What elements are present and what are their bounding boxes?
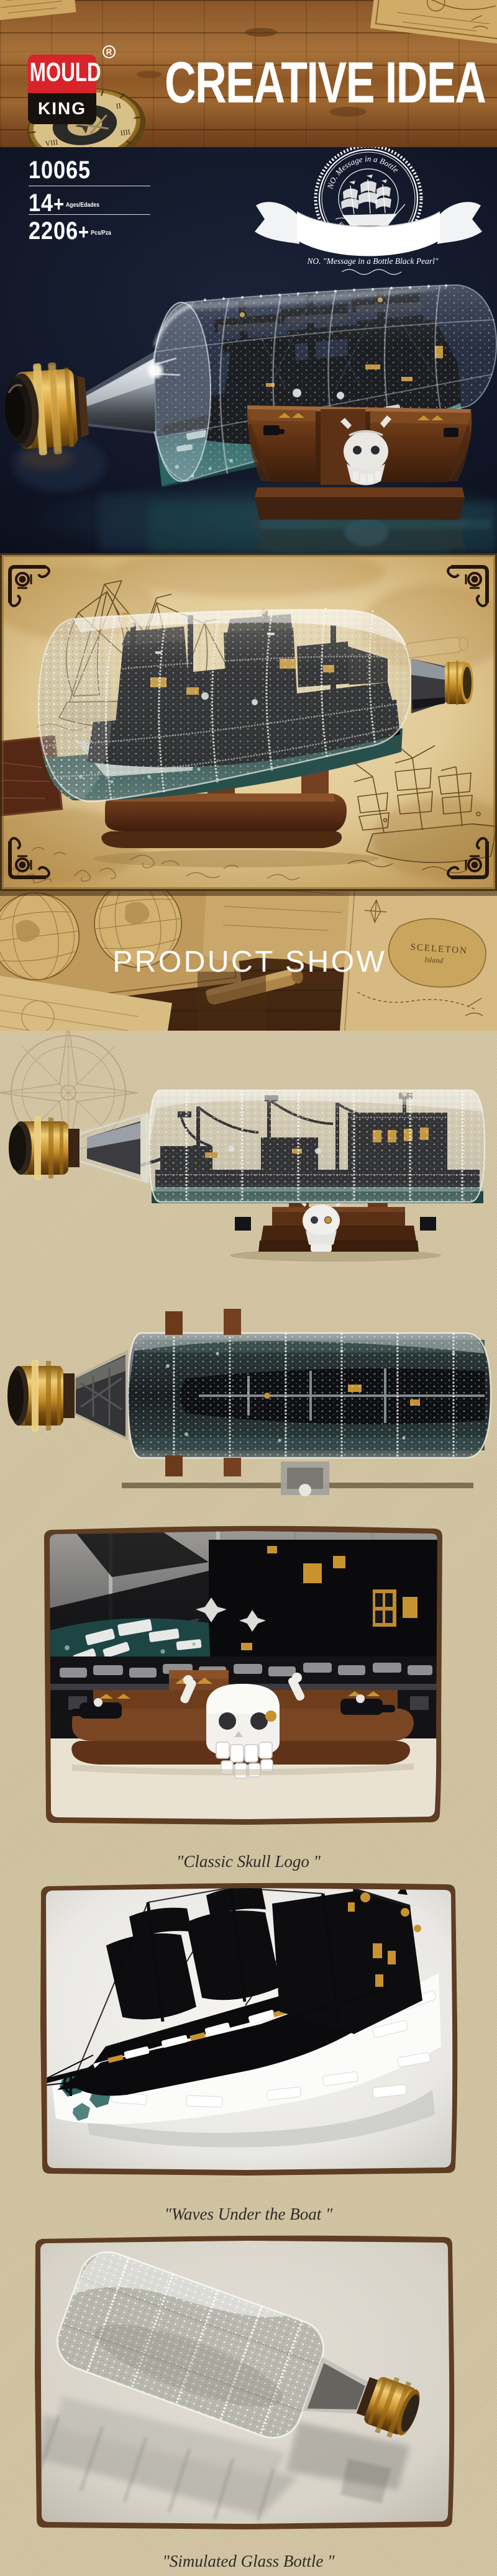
svg-text:II: II (116, 101, 122, 111)
svg-text:Island: Island (424, 955, 444, 965)
svg-text:VIII: VIII (45, 138, 58, 147)
svg-text:IIII: IIII (120, 127, 131, 137)
svg-text:SCELETON: SCELETON (410, 942, 468, 956)
svg-text:NO. "Message in a Bottle Black: NO. "Message in a Bottle Black Pearl" (306, 256, 438, 266)
svg-text:VI: VI (84, 145, 93, 147)
